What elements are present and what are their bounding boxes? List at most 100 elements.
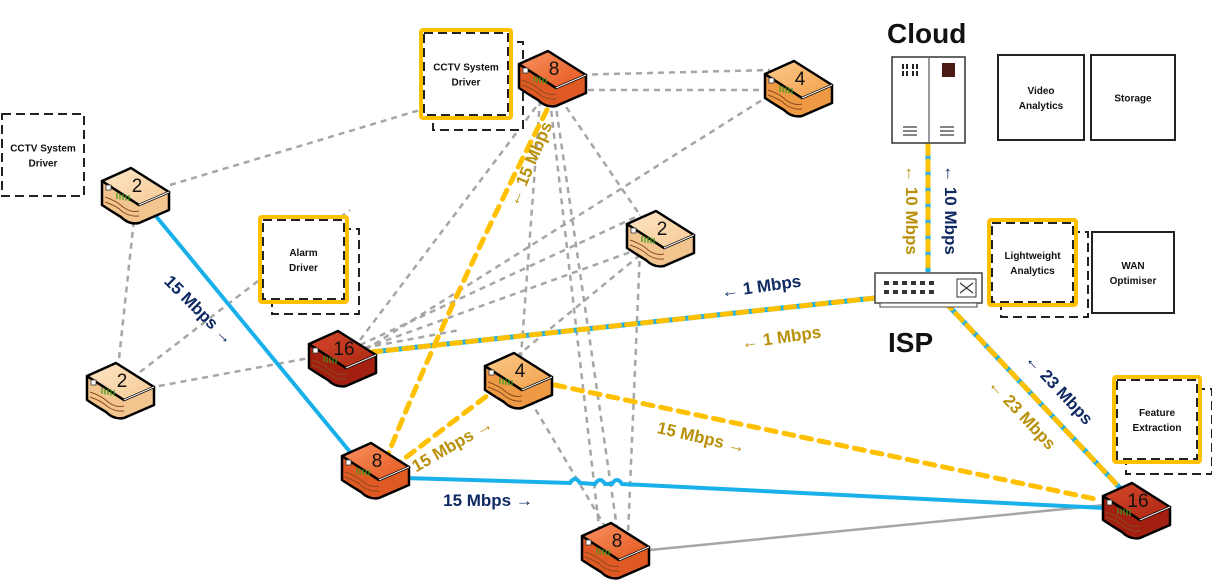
dual-link-16-to-isp-dash	[369, 295, 878, 355]
port-icon	[522, 67, 529, 74]
router-capacity: 2	[657, 219, 668, 240]
dual-link-isp-to-16-dash	[942, 299, 1123, 491]
gold-link-8-to-4	[389, 392, 491, 471]
router-node-n8bottom[interactable]: 8	[580, 521, 651, 580]
cloud-label: Cloud	[887, 18, 966, 49]
port-icon	[630, 227, 637, 234]
router-node-n16left[interactable]: 16	[307, 329, 378, 388]
dashed-border	[991, 222, 1074, 303]
port-icon	[585, 539, 592, 546]
router-node-n16right[interactable]: 16	[1101, 481, 1172, 540]
service-box-label: CCTV System	[433, 63, 499, 74]
router-node-n4mid[interactable]: 4	[483, 351, 554, 410]
router-capacity: 4	[795, 69, 806, 90]
blue-links	[153, 213, 1106, 510]
service-box-label: Optimiser	[1110, 276, 1157, 287]
rate-label-r2: ← 15 Mbps	[504, 119, 557, 209]
gold-link-4-to-16	[552, 382, 1103, 503]
switch-ports	[884, 281, 934, 294]
router-body	[100, 179, 171, 225]
solid-grey-link	[649, 503, 1106, 552]
router-capacity: 16	[1127, 491, 1148, 512]
router-node-n2b[interactable]: 2	[85, 361, 156, 420]
router-capacity: 8	[372, 451, 383, 472]
service-box-label: Lightweight	[1004, 251, 1061, 262]
router-body	[307, 342, 378, 388]
router-capacity: 2	[132, 176, 143, 197]
service-box-label: Driver	[452, 78, 481, 89]
mesh-link	[626, 249, 642, 536]
port-icon	[768, 77, 775, 84]
service-box-label: CCTV System	[10, 144, 76, 155]
service-box-label: Feature	[1139, 408, 1176, 419]
service-box-label: Video	[1027, 86, 1054, 97]
service-box-storage[interactable]: Storage	[1090, 54, 1176, 141]
mesh-link	[116, 209, 137, 369]
service-box-wan[interactable]: WAN Optimiser	[1091, 231, 1175, 314]
router-capacity: 8	[612, 531, 623, 552]
active-border	[987, 218, 1078, 307]
port-icon	[105, 184, 112, 191]
active-border	[419, 28, 513, 120]
cloud-server	[891, 56, 966, 144]
router-capacity: 16	[333, 339, 354, 360]
port-icon	[488, 369, 495, 376]
rate-label-r5: 15 Mbps →	[443, 491, 533, 510]
mesh-link	[553, 99, 620, 536]
service-box-label: Extraction	[1133, 423, 1182, 434]
service-box-label: Storage	[1114, 94, 1152, 105]
router-body	[483, 364, 554, 410]
isp-label: ISP	[888, 327, 933, 358]
router-body	[85, 374, 156, 420]
rate-label-r8: ← 10 Mbps	[902, 165, 921, 255]
service-box-label: Driver	[29, 159, 58, 170]
mesh-link	[359, 213, 641, 347]
dashed-border	[1116, 379, 1198, 460]
router-body	[517, 62, 588, 108]
dual-links	[369, 142, 1123, 491]
mesh-links	[116, 68, 771, 536]
router-node-n2a[interactable]: 2	[100, 166, 171, 225]
router-capacity: 8	[549, 59, 560, 80]
blue-link-2-to-8	[153, 213, 357, 460]
gold-links	[382, 97, 1103, 503]
rate-label-r6: ← 1 Mbps	[720, 272, 802, 302]
router-node-n2mid[interactable]: 2	[625, 209, 696, 268]
mesh-link	[364, 93, 771, 352]
router-node-n8top[interactable]: 8	[517, 49, 588, 108]
router-capacity: 2	[117, 371, 128, 392]
rate-label-r7: ← 1 Mbps	[740, 323, 822, 353]
service-box-label: Analytics	[1010, 266, 1055, 277]
isp-switch[interactable]	[874, 272, 983, 308]
gold-link-8-to-8top	[382, 97, 555, 465]
mesh-link	[569, 68, 771, 77]
rate-label-r9: ← 10 Mbps	[941, 165, 960, 255]
mesh-link	[359, 94, 546, 341]
port-icon	[312, 347, 319, 354]
router-body	[340, 454, 411, 500]
dashed-border	[262, 219, 345, 300]
router-body	[1101, 494, 1172, 540]
solid-border	[997, 54, 1085, 141]
service-box-label: Driver	[289, 263, 318, 274]
mesh-link	[558, 97, 652, 231]
router-node-n8left[interactable]: 8	[340, 441, 411, 500]
dashed-border	[1, 113, 85, 197]
service-box-label: Alarm	[289, 248, 317, 259]
service-box-label: WAN	[1121, 261, 1144, 272]
mesh-link	[147, 328, 461, 390]
server-led-grid	[942, 63, 955, 77]
solid-border	[1090, 54, 1176, 141]
router-node-n4top[interactable]: 4	[763, 59, 834, 118]
router-body	[625, 222, 696, 268]
port-icon	[345, 459, 352, 466]
port-icon	[1106, 499, 1113, 506]
router-body	[763, 72, 834, 118]
